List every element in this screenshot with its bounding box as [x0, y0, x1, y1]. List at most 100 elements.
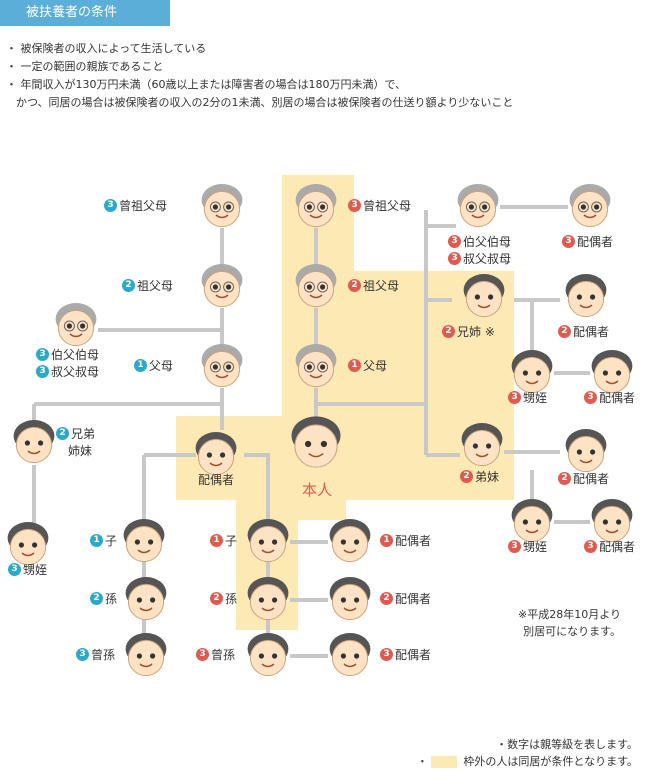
- degree-badge: 3: [448, 252, 461, 265]
- label-text: 甥姪: [23, 563, 48, 577]
- label-text: 子: [105, 534, 118, 548]
- degree-badge: 3: [104, 199, 117, 212]
- degree-badge: 2: [90, 592, 103, 605]
- degree-badge: 3: [380, 648, 393, 661]
- label-text: 甥姪: [523, 540, 548, 554]
- degree-badge: 3: [8, 563, 21, 576]
- ysib_sp-face: [565, 429, 607, 473]
- degree-badge: 1: [210, 534, 223, 547]
- c_r-face: [247, 519, 289, 563]
- degree-badge: 3: [36, 348, 49, 361]
- degree-badge: 2: [122, 279, 135, 292]
- p_l-face: [201, 344, 243, 388]
- degree-badge: 2: [210, 592, 223, 605]
- c_l-face: [123, 519, 165, 563]
- c_sp-face: [329, 519, 371, 563]
- label-text: 子: [225, 534, 238, 548]
- condition-3: ・ 年間収入が130万円未満（60歳以上または障害者の場合は180万円未満）で、: [6, 78, 407, 91]
- gc_l-face: [125, 577, 167, 621]
- ggc_l-face: [125, 633, 167, 677]
- footnote-note: ※平成28年10月より 別居可になります。: [518, 606, 621, 640]
- self-label: 本人: [302, 481, 333, 499]
- p_r-face: [295, 344, 337, 388]
- self-face: [291, 416, 341, 468]
- gggp_l-face: [201, 184, 243, 228]
- ua_r-face: [457, 184, 499, 228]
- sib_l-face: [13, 420, 55, 464]
- degree-badge: 3: [36, 365, 49, 378]
- ua_sp-face: [569, 184, 611, 228]
- degree-badge: 2: [558, 325, 571, 338]
- spouse-face: [195, 432, 237, 476]
- label-text: 祖父母: [137, 279, 174, 293]
- legend-footer: ・数字は親等級を表します。 ・ 枠外の人は同居が条件となります。: [417, 736, 638, 770]
- label-text: 甥姪: [523, 391, 548, 405]
- label-text: 配偶者: [395, 592, 432, 606]
- note-line-1: ※平成28年10月より: [518, 608, 621, 621]
- label-text: 曾祖父母: [363, 199, 412, 213]
- label-text: 配偶者: [599, 540, 636, 554]
- spouse-label: 配偶者: [198, 471, 234, 488]
- section-title: 被扶養者の条件: [26, 5, 118, 20]
- label-text: 父母: [363, 359, 388, 373]
- degree-badge: 3: [508, 540, 521, 553]
- degree-badge: 1: [348, 359, 361, 372]
- condition-1: ・ 被保険者の収入によって生活している: [6, 42, 207, 55]
- ysib_r-face: [461, 423, 503, 467]
- section-title-tab: 被扶養者の条件: [0, 0, 170, 26]
- niece_sp1-face: [591, 350, 633, 394]
- label-text: 配偶者: [395, 648, 432, 662]
- degree-badge: 3: [584, 391, 597, 404]
- label-text: 配偶者: [395, 534, 432, 548]
- legend-degree-text: ・数字は親等級を表します。: [496, 738, 638, 751]
- label-text: 孫: [225, 592, 238, 606]
- degree-badge: 2: [348, 279, 361, 292]
- label-text: 祖父母: [363, 279, 400, 293]
- degree-badge: 1: [380, 534, 393, 547]
- ggc_r-face: [247, 633, 289, 677]
- niece_l-face: [7, 522, 49, 566]
- condition-3-cont: かつ、同居の場合は被保険者の収入の2分の1未満、別居の場合は被保険者の仕送り額よ…: [16, 96, 514, 109]
- label-text: 弟妹: [475, 470, 500, 484]
- label-text: 配偶者: [577, 235, 614, 249]
- degree-badge: 3: [584, 540, 597, 553]
- ggc_sp-face: [329, 633, 371, 677]
- degree-badge: 1: [134, 359, 147, 372]
- degree-badge: 3: [76, 648, 89, 661]
- legend-highlight-row: ・ 枠外の人は同居が条件となります。: [416, 755, 638, 768]
- degree-badge: 3: [508, 391, 521, 404]
- sib_sp-face: [565, 274, 607, 318]
- ua_l-face: [55, 303, 97, 347]
- degree-badge: 3: [348, 199, 361, 212]
- niece_r2-face: [511, 499, 553, 543]
- label-text: 兄弟: [71, 427, 96, 441]
- label-text: 叔父叔母: [51, 365, 100, 379]
- sib_r-face: [463, 274, 505, 318]
- ggp_r-face: [295, 264, 337, 308]
- gc_sp-face: [329, 577, 371, 621]
- ggp_l-face: [201, 264, 243, 308]
- label-text: 配偶者: [573, 325, 610, 339]
- highlight-swatch: [431, 756, 458, 768]
- niece_r1-face: [511, 350, 553, 394]
